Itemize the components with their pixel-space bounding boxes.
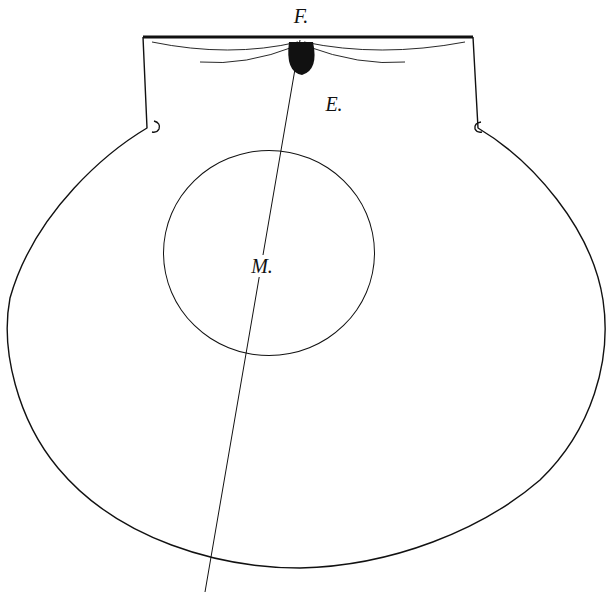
ligament-line [306,46,405,63]
hinge-line [143,36,473,39]
ear-notch [475,122,482,132]
shell-outline [7,37,605,568]
axis-line [205,40,300,592]
part-letter: E. [323,93,344,115]
muscle-scar-circle: M. [163,150,375,356]
byssal-notch [152,121,159,132]
ligament-pit [288,42,314,75]
ligament-line [304,42,465,50]
ligament-line [200,46,296,63]
part-letter: F. [292,5,311,27]
ligament-line [152,42,298,50]
part-letter: M. [249,255,275,277]
